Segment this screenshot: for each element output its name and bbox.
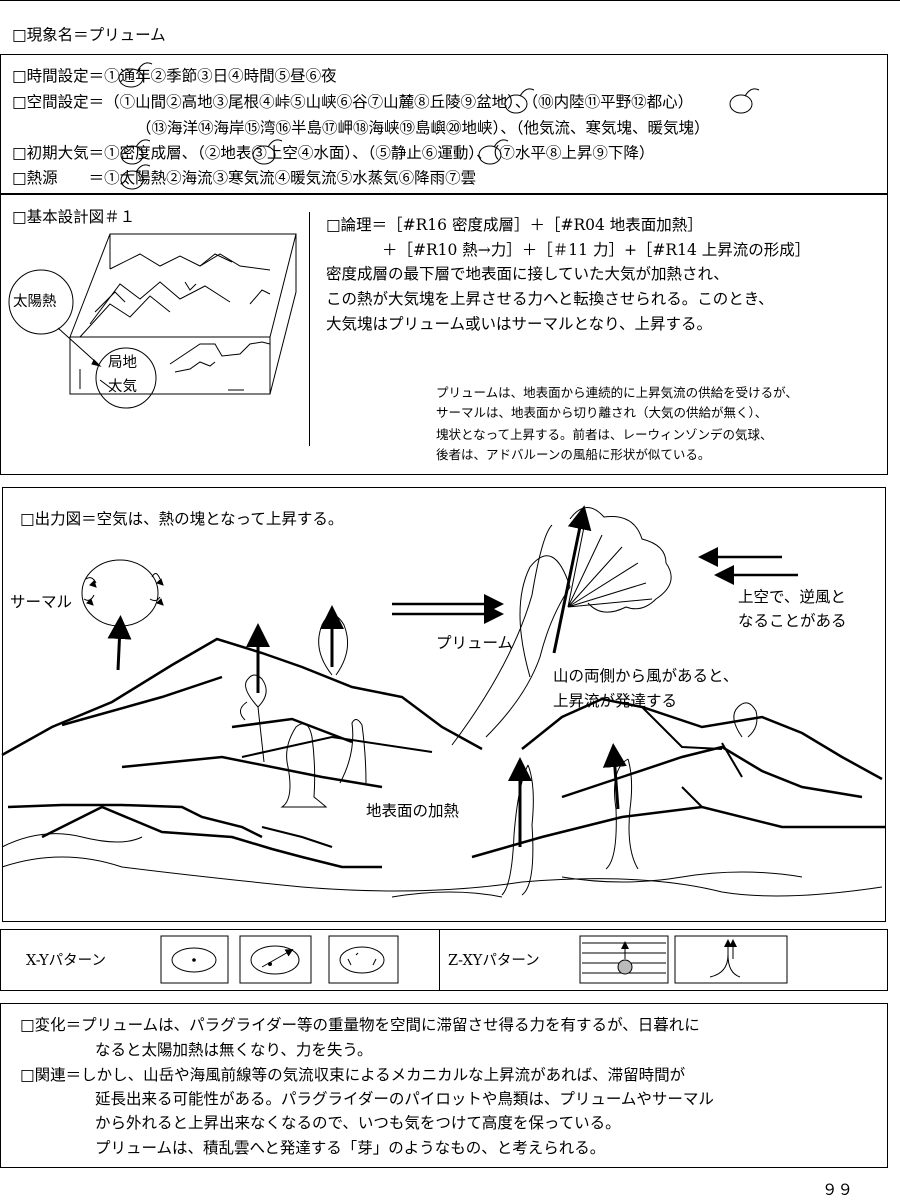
atmosphere-setting: □初期大気＝①密度成層、（②地表③上空④水面）、（⑤静止⑥運動）、（⑦水平⑧上昇… bbox=[12, 144, 655, 162]
heat-source-setting: □熱源 ＝①太陽熱②海流③寒気流④暖気流⑤水蒸気⑥降雨⑦雲 bbox=[12, 169, 477, 187]
upper-wind-label-2: なることがある bbox=[738, 612, 847, 630]
space-setting-1: □空間設定＝（①山間②高地③尾根④峠⑤山峡⑥谷⑦山麓⑧丘陵⑨盆地）、（⑩内陸⑪平… bbox=[12, 93, 694, 111]
plume-label: プリューム bbox=[436, 634, 514, 652]
top-rule bbox=[0, 0, 900, 1]
output-illustration bbox=[1, 505, 886, 898]
change-line-2: なると太陽加熱は無くなり、力を失う。 bbox=[95, 1041, 373, 1059]
sun-heat-label: 太陽熱 bbox=[13, 294, 57, 310]
logic-body-2: この熱が大気塊を上昇させる力へと転換させられる。このとき、 bbox=[326, 290, 774, 308]
time-setting: □時間設定＝①通年②季節③日④時間⑤昼⑥夜 bbox=[12, 67, 337, 85]
logic-body-1: 密度成層の最下層で地表面に接していた大気が加熱され、 bbox=[326, 265, 729, 283]
change-line-1: □変化＝プリュームは、パラグライダー等の重量物を空間に滞留させ得る力を有するが、… bbox=[20, 1016, 700, 1034]
logic-body-3: 大気塊はプリューム或いはサーマルとなり、上昇する。 bbox=[326, 315, 712, 333]
local-air-label-1: 局地 bbox=[108, 355, 137, 371]
relation-line-1: □関連＝しかし、山岳や海風前線等の気流収束によるメカニカルな上昇流があれば、滞留… bbox=[20, 1066, 686, 1084]
xy-pattern-label: X-Yパターン bbox=[26, 953, 106, 969]
space-setting-2: （⑬海洋⑭海岸⑮湾⑯半島⑰岬⑱海峡⑲島嶼⑳地峡）、（他気流、寒気塊、暖気塊） bbox=[136, 119, 710, 137]
mountain-wind-label-1: 山の両側から風があると、 bbox=[553, 667, 739, 685]
logic-line-2: ＋［#R10 熱→力］＋［＃11 力］+［#R14 上昇流の形成］ bbox=[382, 241, 811, 259]
pattern-thumbnails bbox=[160, 935, 788, 984]
output-figure-box bbox=[2, 487, 886, 922]
basic-design-diagram bbox=[8, 233, 297, 409]
design-divider bbox=[309, 212, 310, 446]
logic-note-2: サーマルは、地表面から切り離され（大気の供給が無く）、 bbox=[436, 405, 768, 420]
logic-note-4: 後者は、アドバルーンの風船に形状が似ている。 bbox=[436, 447, 711, 462]
pattern-box bbox=[0, 929, 888, 991]
design-logic-box bbox=[0, 194, 888, 475]
pattern-divider bbox=[439, 929, 440, 991]
phenomenon-title: □現象名＝プリューム bbox=[12, 26, 166, 44]
surface-heat-label: 地表面の加熱 bbox=[366, 802, 460, 820]
logic-line-1: □論理＝［#R16 密度成層］＋［#R04 地表面加熱］ bbox=[326, 216, 703, 234]
thermal-label: サーマル bbox=[10, 593, 73, 611]
relation-line-3: から外れると上昇出来なくなるので、いつも気をつけて高度を保っている。 bbox=[95, 1114, 621, 1132]
change-relation-box bbox=[0, 1003, 888, 1168]
selection-marks bbox=[118, 62, 760, 190]
settings-box bbox=[0, 54, 888, 194]
relation-line-2: 延長出来る可能性がある。パラグライダーのパイロットや鳥類は、プリュームやサーマル bbox=[95, 1090, 714, 1108]
mountain-wind-label-2: 上昇流が発達する bbox=[553, 692, 678, 710]
output-title: □出力図＝空気は、熱の塊となって上昇する。 bbox=[20, 510, 344, 528]
zxy-pattern-label: Z-XYパターン bbox=[448, 953, 540, 969]
upper-wind-label-1: 上空で、逆風と bbox=[738, 588, 846, 606]
logic-note-1: プリュームは、地表面から連続的に上昇気流の供給を受けるが、 bbox=[436, 385, 798, 400]
local-air-label-2: 大気 bbox=[108, 379, 137, 395]
page-number: ９９ bbox=[822, 1181, 854, 1199]
design-title: □基本設計図＃１ bbox=[12, 208, 136, 226]
relation-line-4: プリュームは、積乱雲へと発達する「芽」のようなもの、と考えられる。 bbox=[95, 1139, 606, 1157]
logic-note-3: 塊状となって上昇する。前者は、レーウィンゾンデの気球、 bbox=[436, 427, 773, 442]
